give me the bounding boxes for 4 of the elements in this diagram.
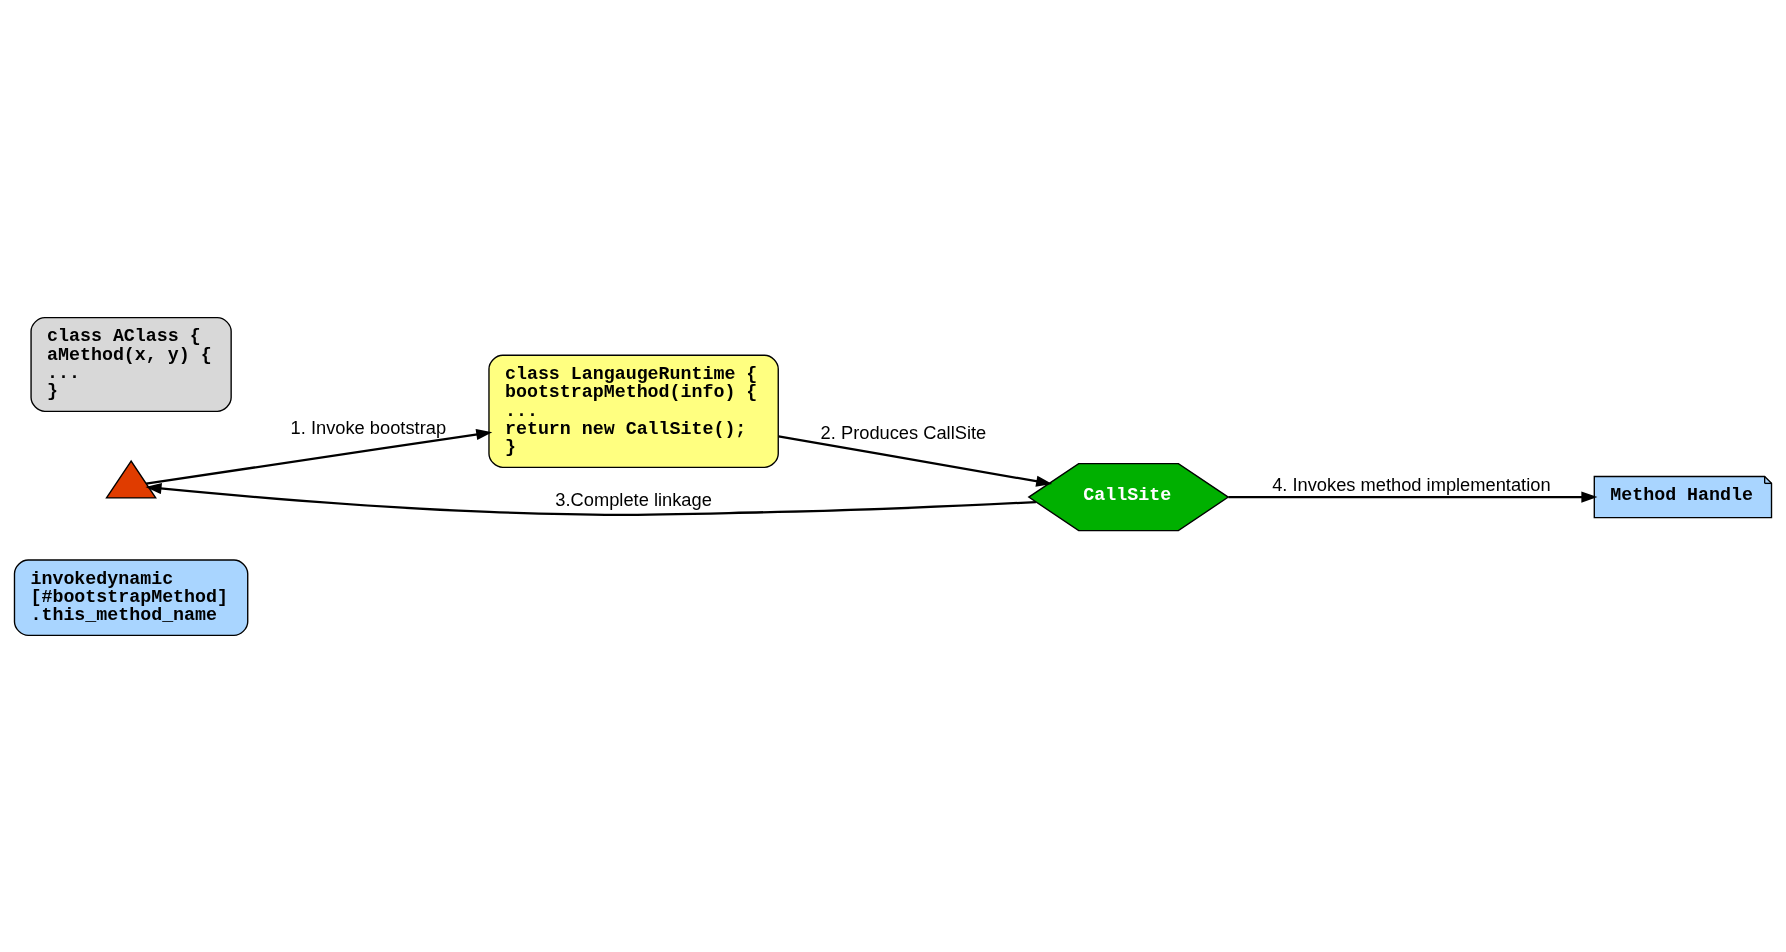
- edge-label: 1. Invoke bootstrap: [290, 416, 447, 438]
- edge-label: 4. Invokes method implementation: [1272, 473, 1551, 495]
- edge-label: 2. Produces CallSite: [820, 421, 987, 443]
- edge-label: 3.Complete linkage: [555, 488, 712, 510]
